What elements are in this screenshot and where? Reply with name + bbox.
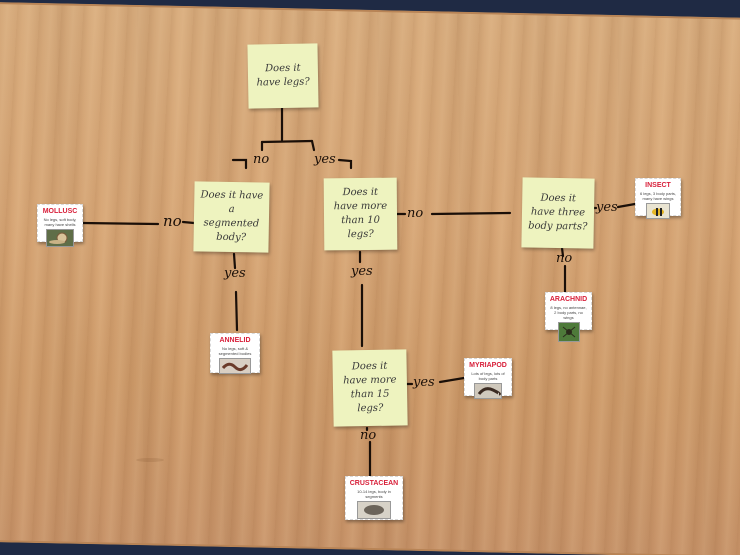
bee-picture xyxy=(646,203,670,219)
answer-no-mollusc: no xyxy=(163,212,182,230)
line-to-annelid xyxy=(232,252,237,270)
line-arachnid-up xyxy=(560,246,565,258)
card-title: MOLLUSC xyxy=(42,208,78,215)
card-description: No legs, soft body, many have shells xyxy=(43,217,77,227)
card-myriapod: MYRIAPOD Lots of legs, lots of body part… xyxy=(464,358,512,399)
card-description: Lots of legs, lots of body parts xyxy=(471,371,505,381)
line-yes-tick xyxy=(337,158,353,170)
card-mollusc: MOLLUSC No legs, soft body, many have sh… xyxy=(37,204,83,247)
line-no-tick xyxy=(231,158,248,170)
question-note-more-than-15: Does it have more than 15 legs? xyxy=(332,349,408,427)
card-description: 6 legs, 3 body parts, many have wings xyxy=(639,191,677,201)
answer-no-crustacean: no xyxy=(360,428,377,443)
question-text: Does it have three body parts? xyxy=(528,192,588,233)
spider-picture xyxy=(557,322,580,342)
card-title: CRUSTACEAN xyxy=(349,480,399,487)
line-no-mollusc xyxy=(181,220,196,225)
card-title: MYRIAPOD xyxy=(469,362,507,369)
question-text: Does it have a segmented body? xyxy=(200,189,264,244)
answer-yes-annelid: yes xyxy=(224,266,246,281)
answer-no-top: no xyxy=(253,152,270,167)
line-annelid-down xyxy=(234,290,239,332)
card-annelid: ANNELID No legs, soft & segmented bodies xyxy=(210,333,260,374)
question-text: Does it have more than 15 legs? xyxy=(343,360,397,415)
card-description: 8 legs, no antennae, 2 body parts, no wi… xyxy=(550,305,587,320)
card-arachnid: ARACHNID 8 legs, no antennae, 2 body par… xyxy=(545,292,592,342)
card-title: ANNELID xyxy=(219,337,251,344)
question-text: Does it have legs? xyxy=(256,62,310,89)
line-more10-to-insect xyxy=(430,211,512,216)
question-note-more-than-10: Does it have more than 10 legs? xyxy=(323,177,398,251)
card-description: 10-14 legs, body in segments xyxy=(357,489,391,499)
millipede-picture xyxy=(474,383,502,399)
card-crustacean: CRUSTACEAN 10-14 legs, body in segments xyxy=(345,476,403,520)
question-text: Does it have more than 10 legs? xyxy=(333,186,388,241)
answer-yes-more10: yes xyxy=(351,264,373,279)
line-insect xyxy=(616,202,637,209)
card-title: INSECT xyxy=(645,182,671,189)
answer-no-more10: no xyxy=(407,206,424,221)
question-note-segmented: Does it have a segmented body? xyxy=(193,181,270,253)
answer-no-arachnid: no xyxy=(556,251,573,266)
answer-yes-insect: yes xyxy=(596,200,618,215)
line-to-mollusc xyxy=(80,221,160,226)
line-branch-right xyxy=(310,139,316,152)
line-to-myriapod xyxy=(438,376,466,384)
question-note-legs: Does it have legs? xyxy=(247,43,319,109)
card-insect: INSECT 6 legs, 3 body parts, many have w… xyxy=(635,178,681,219)
card-description: No legs, soft & segmented bodies xyxy=(218,346,252,356)
snail-picture xyxy=(46,229,74,247)
answer-yes-top: yes xyxy=(314,152,336,167)
woodlouse-picture xyxy=(357,501,391,519)
answer-yes-myriapod: yes xyxy=(413,375,435,390)
worm-picture xyxy=(219,358,251,374)
line-top-branch xyxy=(260,139,314,144)
card-title: ARACHNID xyxy=(549,296,588,303)
question-note-body-parts: Does it have three body parts? xyxy=(521,177,595,249)
